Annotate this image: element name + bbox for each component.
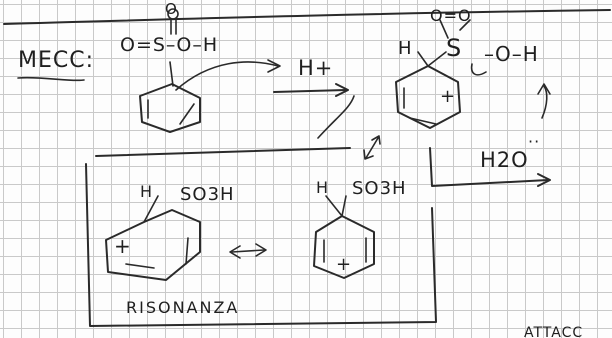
resonance-left-bottom-double-bond [125, 263, 155, 269]
mechanism-title: MECC: [18, 48, 95, 73]
ring-to-s-bond-intermediate [427, 51, 447, 67]
water-label: H2O [480, 150, 529, 171]
electron-push-arrowhead [267, 59, 281, 73]
intermediate-ring-charge: + [440, 86, 457, 107]
resonance-double-arrow-left [229, 245, 241, 259]
water-arrow [429, 147, 549, 187]
resonance-box [85, 147, 437, 327]
ring-to-h-bond-intermediate [417, 51, 429, 67]
resonance-link-arrow [317, 95, 355, 139]
reactant-sulfonyl-label: O=S–O–H [120, 34, 219, 56]
resonance-left-charge: + [114, 234, 132, 258]
intermediate-ring-double-bond-bottom [409, 117, 437, 125]
reactant-benzene-ring [139, 83, 201, 133]
reaction-arrowhead [335, 83, 349, 97]
intermediate-oxygens-label: O=O [430, 6, 472, 25]
s-oxygen-bond-left [439, 19, 449, 39]
resonance-right-h: H [316, 178, 330, 197]
intermediate-sulfur-label: S [446, 34, 463, 62]
reactant-ring-double-bond-right [179, 103, 195, 125]
page-edge-text: ATTACC [524, 325, 584, 338]
intermediate-benzene-ring [395, 65, 461, 129]
title-underline [17, 76, 85, 82]
intermediate-h-label: H [398, 38, 413, 59]
resonance-left-ring-substituent [143, 195, 159, 223]
reaction-arrow [273, 89, 347, 93]
water-arrowhead [537, 173, 551, 187]
resonance-right-group: SO3H [352, 178, 407, 199]
resonance-right-ring [313, 215, 375, 279]
resonance-left-double-bond [185, 237, 189, 265]
water-lone-pair: ·· [528, 132, 541, 151]
s-oxygen-bond-right [459, 19, 471, 31]
resonance-right-charge: + [336, 254, 353, 275]
equilibrium-arrow-head-bottom [363, 149, 374, 160]
top-rule-line [3, 9, 611, 25]
curved-arrow-s-o [470, 63, 487, 76]
equilibrium-arrow-head-top [371, 135, 381, 145]
ring-to-s-bond [169, 61, 174, 87]
proton-label: H+ [298, 56, 334, 80]
top-oxygen-label: O [165, 0, 178, 18]
resonance-left-ring [105, 209, 201, 281]
resonance-right-h-bond [325, 195, 343, 217]
resonance-caption: RISONANZA [126, 298, 240, 317]
curved-arrow-up-head [537, 83, 551, 95]
equilibrium-arrow [365, 137, 379, 159]
top-oxygen-circle [167, 8, 179, 20]
electron-push-arrow [175, 61, 279, 91]
resonance-right-ring-substituent [341, 195, 347, 217]
resonance-double-arrow [231, 249, 265, 253]
resonance-left-h: H [140, 182, 154, 201]
resonance-double-arrow-right [255, 243, 267, 257]
water-formula: H2O [480, 148, 529, 172]
curved-arrow-up [541, 85, 548, 119]
intermediate-hydroxyl-label: –O–H [484, 42, 539, 66]
s-o-double-bond [170, 19, 177, 35]
resonance-left-group: SO3H [180, 184, 235, 205]
